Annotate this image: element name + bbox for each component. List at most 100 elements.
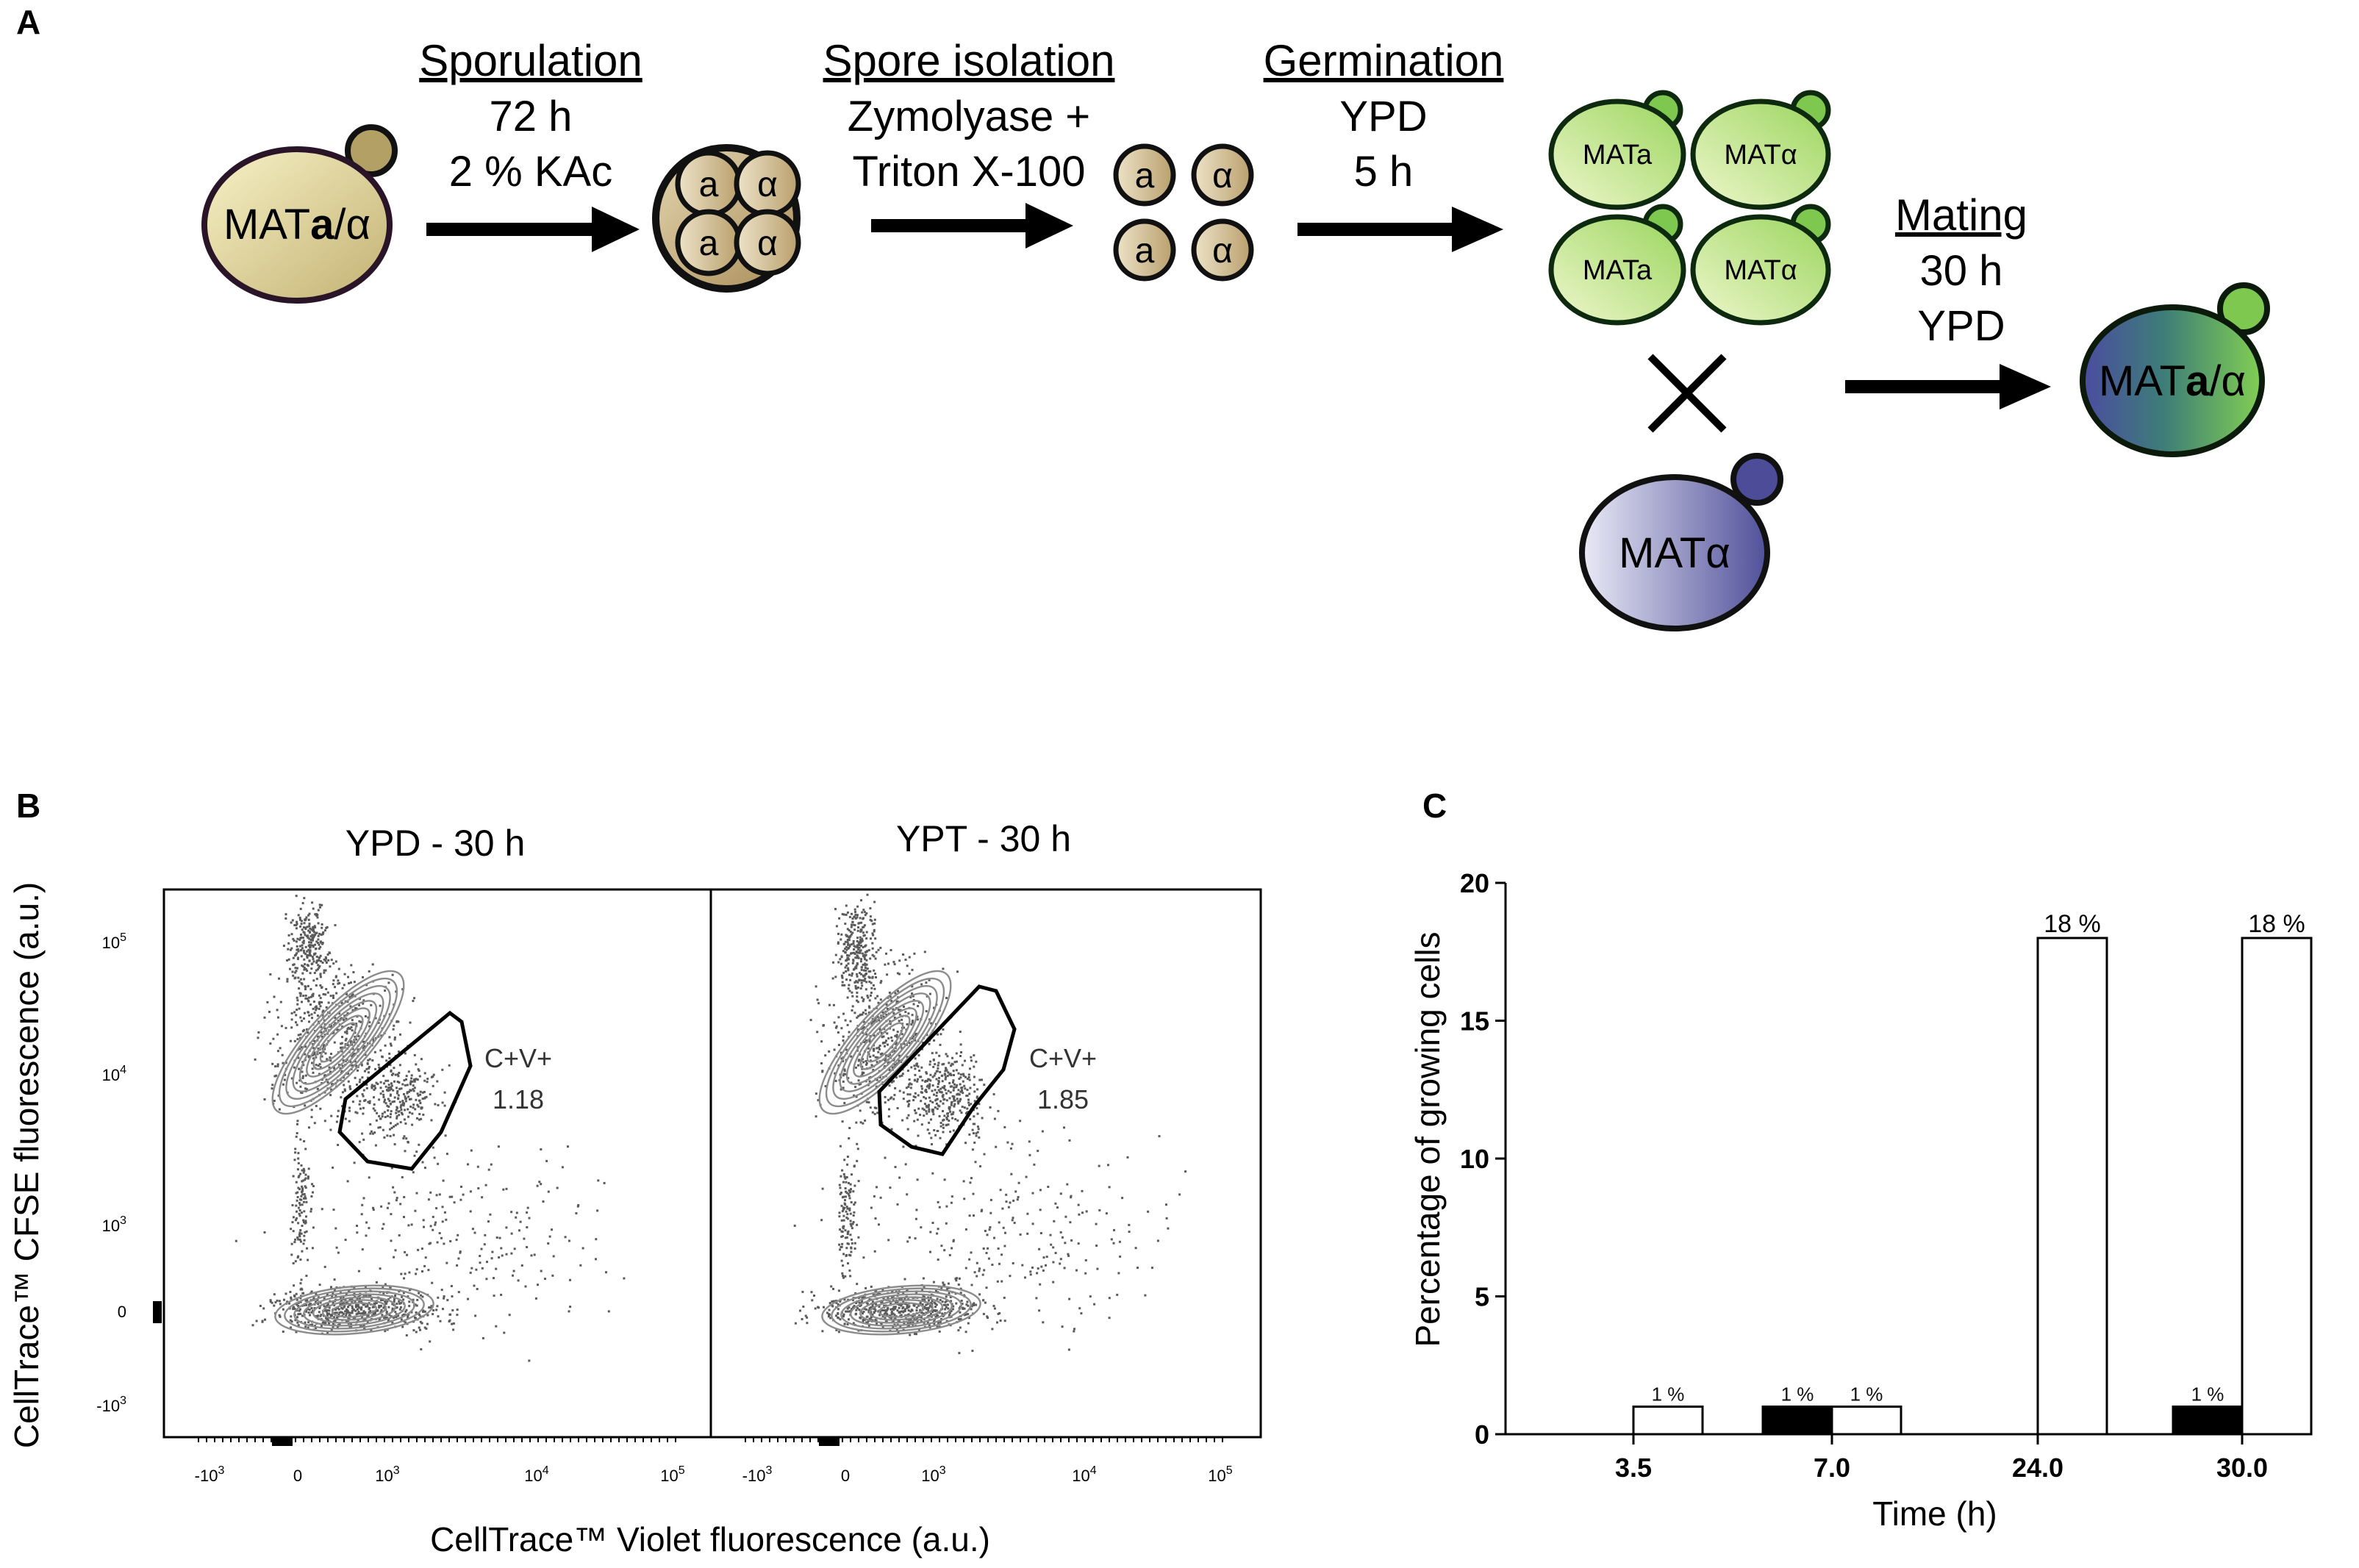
y-tick-label: 103: [102, 1214, 126, 1235]
step-title: Sporulation: [419, 36, 642, 85]
ascus-spore-label: a: [699, 165, 719, 204]
svg-text:103: 103: [921, 1464, 945, 1485]
mat-alpha-label: MATα: [1619, 529, 1730, 577]
spore-label: a: [1135, 157, 1155, 196]
cross-icon: [1647, 354, 1727, 433]
y-tick-label: -103: [96, 1395, 126, 1415]
bar-y-tick-label: 5: [1475, 1282, 1489, 1312]
svg-text:0: 0: [118, 1303, 126, 1321]
bar-x-tick-label: 3.5: [1615, 1453, 1652, 1483]
step-sporulation: Sporulation 72 h 2 % KAc: [419, 36, 642, 196]
facs-y-axis-label: CellTrace™ CFSE fluorescence (a.u.): [7, 882, 46, 1448]
green-cells: MATa MATα MATa MATα: [1548, 90, 1831, 326]
spore-label: a: [1135, 232, 1155, 271]
bar-y-tick-label: 0: [1475, 1420, 1489, 1450]
bar: [2241, 937, 2313, 1436]
panel-a-label: A: [16, 3, 40, 41]
diploid-label: MATa/α: [223, 201, 371, 248]
facs-x-ticks-left: -103 0 103 104 105: [195, 1464, 685, 1485]
step-title: Mating: [1895, 190, 2027, 240]
step-line: YPD: [1339, 93, 1427, 140]
facs-x-tick-marks: [198, 1437, 1223, 1446]
y-tick-label: 105: [102, 931, 126, 952]
arrow-icon: [1845, 364, 2051, 409]
svg-text:103: 103: [102, 1214, 126, 1235]
svg-text:0: 0: [841, 1467, 850, 1485]
diploid-cell: MATa/α: [201, 124, 398, 304]
free-spores: a α a α: [1113, 143, 1254, 282]
svg-text:105: 105: [1208, 1464, 1232, 1485]
bar-x-tick-label: 7.0: [1814, 1453, 1850, 1483]
step-title: Germination: [1264, 36, 1504, 85]
step-spore-isolation: Spore isolation Zymolyase + Triton X-100: [823, 36, 1115, 196]
svg-text:104: 104: [524, 1464, 548, 1485]
y-tick-label: 0: [118, 1303, 126, 1321]
panel-b-label: B: [16, 787, 40, 825]
ascus: a α a α: [652, 144, 801, 293]
bar-data-label: 1 %: [1850, 1383, 1883, 1406]
svg-text:-103: -103: [195, 1464, 225, 1485]
spore-label: α: [1212, 157, 1233, 196]
facs-y-ticks: 105 104 103 0 -103: [96, 931, 162, 1415]
ascus-spore-label: α: [757, 165, 778, 204]
bar-x-tick-label: 30.0: [2216, 1453, 2268, 1483]
bar-y-tick-label: 20: [1460, 868, 1489, 898]
facs-x-axis-label: CellTrace™ Violet fluorescence (a.u.): [430, 1520, 990, 1558]
mat-alpha-cell: MATα: [1579, 453, 1783, 631]
facs-contours: [271, 970, 981, 1336]
bar-x-tick-label: 24.0: [2012, 1453, 2063, 1483]
bar-data-label: 18 %: [2044, 910, 2101, 938]
arrow-icon: [1297, 207, 1503, 252]
svg-text:0: 0: [293, 1467, 302, 1485]
svg-text:1.85: 1.85: [1037, 1084, 1089, 1114]
svg-text:C+V+: C+V+: [1029, 1043, 1097, 1073]
step-line: 2 % KAc: [449, 148, 612, 196]
hybrid-cell: MATa/α: [2080, 282, 2270, 457]
facs-gate: C+V+ 1.18: [337, 1010, 552, 1171]
bar: [1830, 1406, 1902, 1436]
svg-text:MATa: MATa: [1583, 255, 1653, 286]
svg-text:MATα: MATα: [1724, 140, 1797, 171]
facs-plot-frame: [162, 888, 1262, 1439]
bar-data-label: 1 %: [1781, 1383, 1814, 1406]
step-line: Zymolyase +: [848, 93, 1090, 140]
svg-text:104: 104: [1072, 1464, 1096, 1485]
bar-data-label: 18 %: [2248, 910, 2305, 938]
svg-text:1.18: 1.18: [493, 1084, 544, 1114]
bar-y-tick-label: 10: [1460, 1144, 1489, 1174]
bar: [1761, 1406, 1833, 1436]
bar: [1632, 1406, 1704, 1436]
bar-x-axis-label: Time (h): [1872, 1494, 1997, 1533]
spore-label: α: [1212, 232, 1233, 271]
bar-data-label: 1 %: [2191, 1383, 2224, 1406]
bar: [2172, 1406, 2244, 1436]
arrow-icon: [426, 207, 640, 252]
bar-y-axis-label: Percentage of growing cells: [1408, 931, 1447, 1347]
step-line: 5 h: [1354, 148, 1414, 196]
green-cell: MATa: [1548, 204, 1686, 326]
green-cell: MATα: [1690, 90, 1831, 210]
green-cell: MATa: [1548, 90, 1686, 210]
svg-text:104: 104: [102, 1064, 126, 1084]
facs-title: YPT - 30 h: [896, 818, 1071, 859]
facs-gate: C+V+ 1.85: [877, 984, 1097, 1156]
panel-c-label: C: [1422, 787, 1447, 825]
y-tick-label: 104: [102, 1064, 126, 1084]
svg-text:MATa: MATa: [1583, 140, 1653, 171]
step-mating: Mating 30 h YPD: [1895, 190, 2027, 350]
step-title: Spore isolation: [823, 36, 1115, 85]
bar-data-label: 1 %: [1652, 1383, 1685, 1406]
ascus-spore-label: a: [699, 224, 719, 263]
svg-text:C+V+: C+V+: [484, 1043, 552, 1073]
bar-y-tick-label: 15: [1460, 1006, 1489, 1037]
step-line: 72 h: [490, 93, 573, 140]
arrow-icon: [871, 203, 1073, 248]
bar-chart: 0 5 10 15 20 3.5 7.0 24.0 30.0 1 % 1 % 1 % 18 % 1 % 18…: [1460, 868, 2313, 1483]
step-line: Triton X-100: [853, 148, 1086, 196]
step-line: 30 h: [1920, 247, 2003, 295]
svg-text:103: 103: [375, 1464, 399, 1485]
facs-title: YPD - 30 h: [346, 823, 526, 864]
svg-text:105: 105: [660, 1464, 684, 1485]
green-cell: MATα: [1690, 204, 1831, 326]
